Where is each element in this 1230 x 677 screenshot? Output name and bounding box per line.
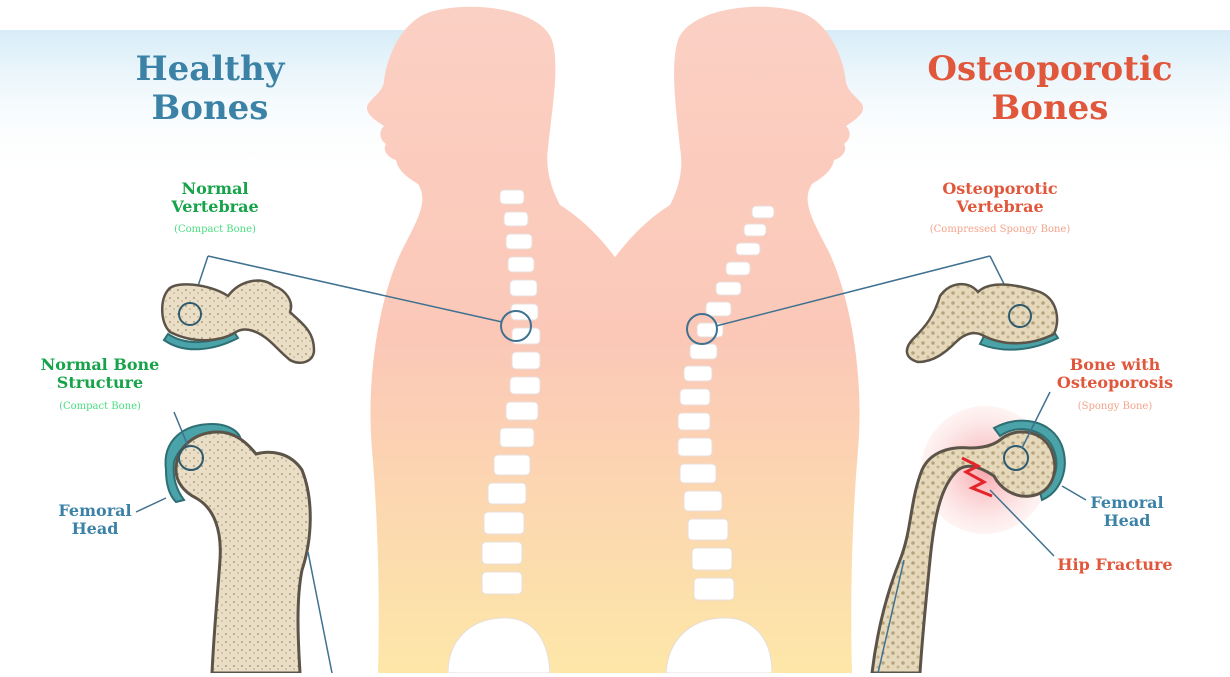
osteo-vertebrae-line1: Osteoporotic bbox=[920, 180, 1080, 198]
osteo-femoral-line2: Head bbox=[1072, 512, 1182, 530]
osteoporotic-title-line1: Osteoporotic bbox=[920, 50, 1180, 89]
healthy-title-line2: Bones bbox=[110, 89, 310, 128]
normal-structure-sub: (Compact Bone) bbox=[20, 401, 180, 412]
osteo-vertebrae-line2: Vertebrae bbox=[920, 198, 1080, 216]
osteoporotic-vertebrae-label: Osteoporotic Vertebrae bbox=[920, 180, 1080, 217]
healthy-title: Healthy Bones bbox=[110, 50, 310, 128]
normal-vertebrae-line2: Vertebrae bbox=[140, 198, 290, 216]
osteoporotic-title-line2: Bones bbox=[920, 89, 1180, 128]
osteoporotic-femur bbox=[872, 406, 1065, 673]
normal-vertebrae-label: Normal Vertebrae bbox=[140, 180, 290, 217]
healthy-femoral-line2: Head bbox=[40, 520, 150, 538]
normal-structure-label: Normal Bone Structure bbox=[20, 356, 180, 393]
osteoporotic-body-silhouette bbox=[572, 7, 863, 673]
osteo-femoral-head-label: Femoral Head bbox=[1072, 494, 1182, 531]
normal-structure-line2: Structure bbox=[20, 374, 180, 392]
healthy-femur bbox=[166, 424, 332, 673]
healthy-femoral-head-label: Femoral Head bbox=[40, 502, 150, 539]
bone-with-osteoporosis-sub: (Spongy Bone) bbox=[1040, 401, 1190, 412]
normal-vertebrae-sub: (Compact Bone) bbox=[140, 224, 290, 235]
bone-with-osteoporosis-label: Bone with Osteoporosis bbox=[1040, 356, 1190, 393]
osteo-bone-line2: Osteoporosis bbox=[1040, 374, 1190, 392]
normal-vertebrae-line1: Normal bbox=[140, 180, 290, 198]
osteo-bone-line1: Bone with bbox=[1040, 356, 1190, 374]
osteo-femoral-line1: Femoral bbox=[1072, 494, 1182, 512]
normal-structure-line1: Normal Bone bbox=[20, 356, 180, 374]
osteoporotic-vertebrae-sub: (Compressed Spongy Bone) bbox=[900, 224, 1100, 235]
osteoporotic-title: Osteoporotic Bones bbox=[920, 50, 1180, 128]
hip-fracture-label: Hip Fracture bbox=[1040, 556, 1190, 574]
healthy-femoral-line1: Femoral bbox=[40, 502, 150, 520]
healthy-title-line1: Healthy bbox=[110, 50, 310, 89]
